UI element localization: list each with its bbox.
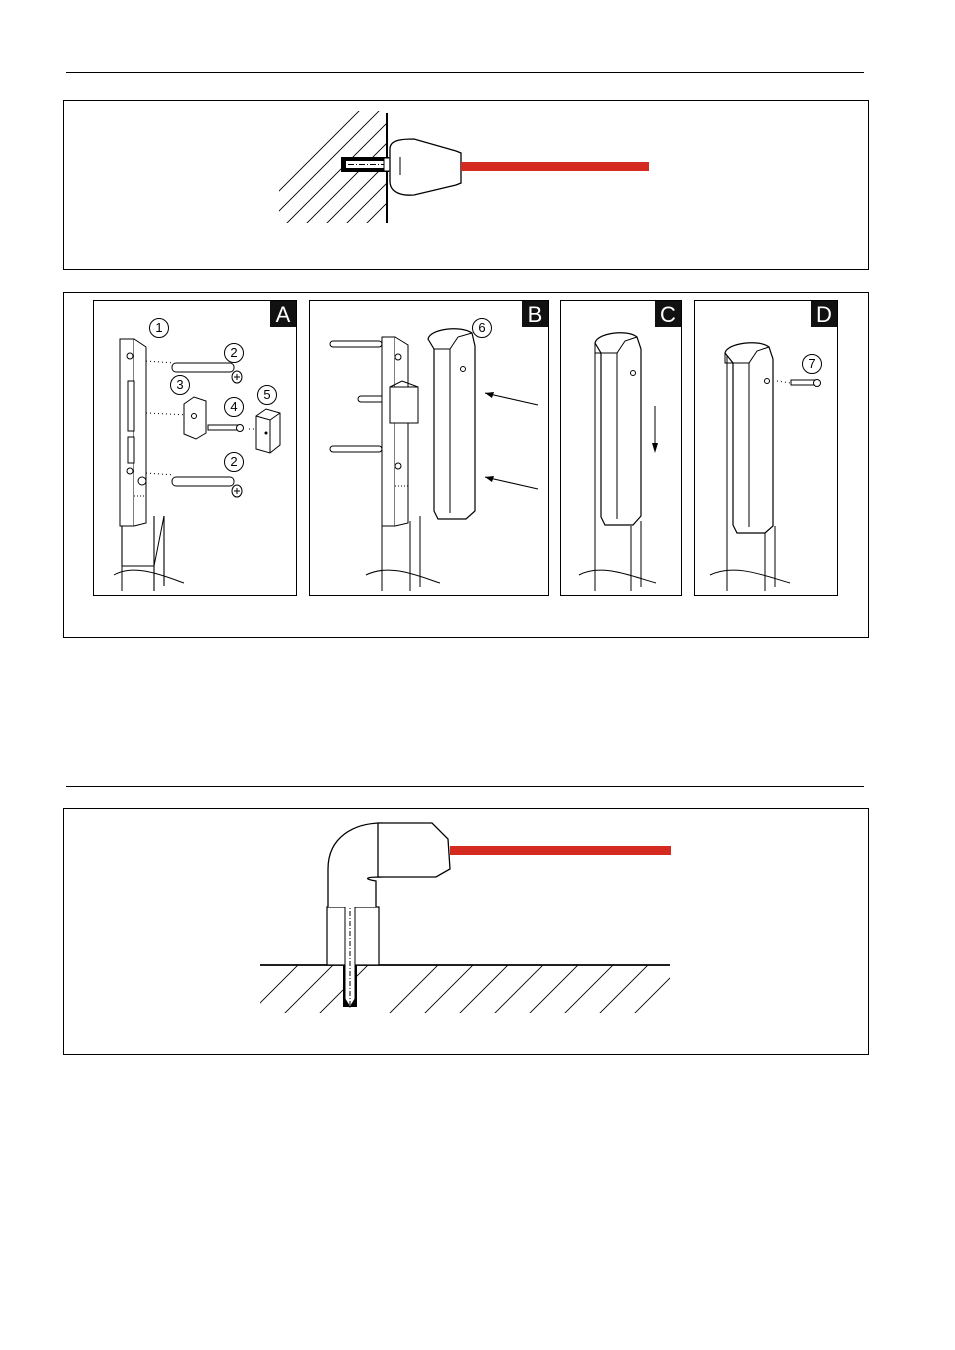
ground-mount-figure	[63, 808, 869, 1055]
long-screw-upper	[171, 362, 243, 384]
wall-mount-figure	[63, 100, 869, 270]
arrow-lower	[484, 476, 539, 490]
panel-label-c: C	[655, 301, 681, 327]
callout-3: 3	[170, 375, 190, 395]
ground-mount-drawing	[260, 822, 671, 1013]
panel-label-d: D	[811, 301, 837, 327]
cover-part	[427, 328, 476, 520]
cover-sliding	[594, 332, 642, 526]
cover-block	[255, 408, 281, 454]
wall-mount-drawing	[279, 111, 649, 223]
beam-line-ground	[450, 846, 671, 855]
panel-b: B 6	[309, 300, 549, 596]
callout-6: 6	[472, 318, 492, 338]
callout-2-upper: 2	[224, 343, 244, 363]
sensor-head-ground	[377, 822, 451, 878]
sensor-head	[389, 138, 462, 196]
panel-a: A	[93, 300, 297, 596]
panel-d: D 7	[694, 300, 838, 596]
top-rule	[66, 72, 864, 73]
arrow-upper	[484, 392, 539, 406]
panel-c: C	[560, 300, 682, 596]
panel-label-b: B	[522, 301, 548, 327]
beam-line	[461, 162, 649, 171]
section-rule	[66, 786, 864, 787]
panel-d-drawing	[709, 342, 821, 591]
callout-5: 5	[257, 385, 277, 405]
panel-a-drawing	[113, 338, 281, 591]
panel-b-drawing	[329, 328, 539, 591]
small-screw	[207, 424, 239, 431]
ground-hatching	[260, 965, 670, 1013]
callout-1: 1	[149, 318, 169, 338]
set-screw	[790, 379, 816, 386]
long-screw-lower	[171, 476, 243, 498]
post-mount-figure: A	[63, 292, 869, 638]
callout-2-lower: 2	[224, 452, 244, 472]
callout-4: 4	[224, 397, 244, 417]
callout-7: 7	[802, 354, 822, 374]
panel-label-a: A	[270, 301, 296, 327]
elbow-housing	[327, 822, 383, 907]
panel-c-drawing	[578, 332, 658, 591]
